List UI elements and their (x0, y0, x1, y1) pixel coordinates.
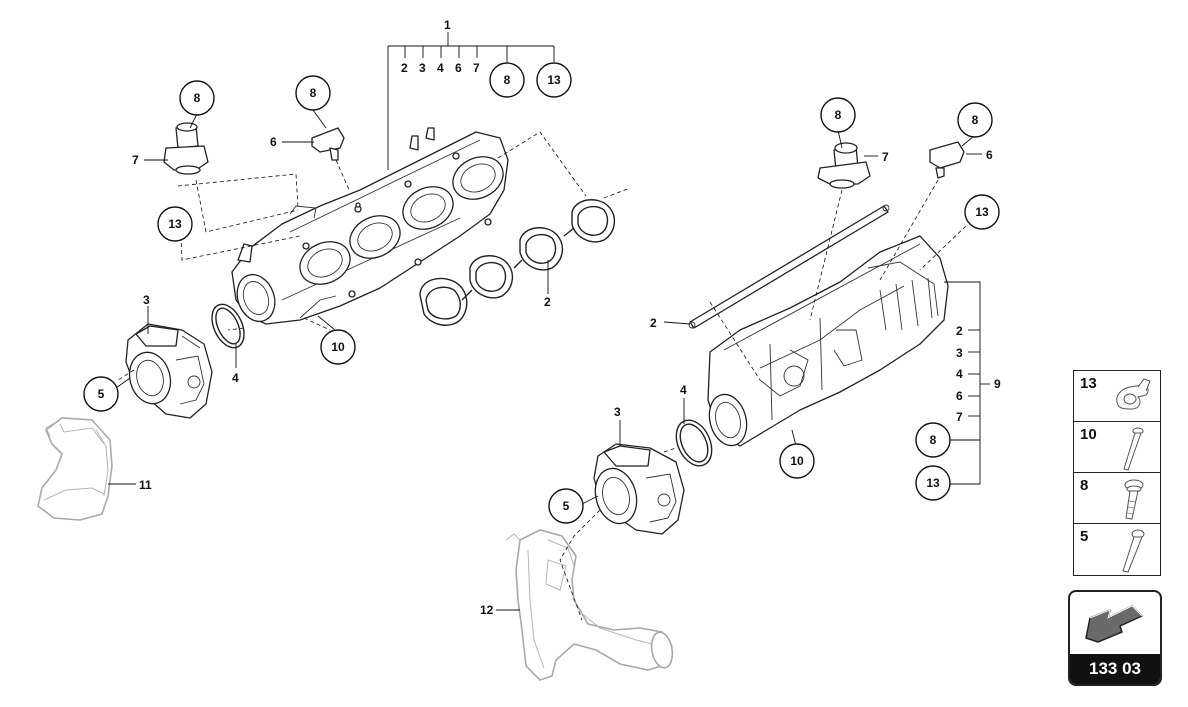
intake-manifold-right (707, 235, 949, 447)
callout-8-bracket: 8 (930, 433, 937, 447)
callout-3-bracket: 3 (956, 346, 963, 360)
callout-2-bracket: 2 (956, 324, 963, 338)
callout-4-right: 4 (680, 383, 687, 397)
temperature-sensor-right (929, 141, 965, 179)
callout-13-bracket: 13 (926, 476, 940, 490)
callout-5-left: 5 (98, 387, 105, 401)
callout-8-right-sensor: 8 (835, 108, 842, 122)
callout-10-right: 10 (790, 454, 804, 468)
callout-6-left: 6 (270, 135, 277, 149)
throttle-body-right (593, 443, 685, 535)
callout-13-top: 13 (547, 73, 561, 87)
legend-row-10: 10 (1074, 422, 1160, 473)
intake-manifold-left (231, 127, 509, 325)
long-bolt-icon (1123, 427, 1144, 471)
callout-10-left: 10 (331, 340, 345, 354)
seal-strip-right (688, 204, 890, 329)
o-ring-left (211, 303, 245, 349)
legend-row-13: 13 (1074, 371, 1160, 422)
legend-number: 13 (1080, 375, 1097, 392)
previous-page-button[interactable]: 133 03 (1068, 590, 1162, 686)
callout-1: 1 (444, 18, 451, 32)
callout-6-top: 6 (455, 61, 462, 75)
callout-4-left: 4 (232, 371, 239, 385)
callout-8-left-temp: 8 (310, 86, 317, 100)
page-code: 133 03 (1070, 654, 1160, 684)
callout-4-top: 4 (437, 61, 444, 75)
circled-callouts: 8 13 8 8 13 10 5 8 8 13 10 5 8 13 (83, 62, 1000, 524)
callout-2-gasket-left: 2 (544, 295, 551, 309)
callout-12: 12 (480, 603, 494, 617)
callout-7-bracket: 7 (956, 410, 963, 424)
callout-8-left-sensor: 8 (194, 91, 201, 105)
callout-13-left: 13 (168, 217, 182, 231)
callout-7-right: 7 (882, 150, 889, 164)
pressure-sensor-right (817, 142, 871, 189)
callout-8-right-temp: 8 (972, 113, 979, 127)
callout-5-right: 5 (563, 499, 570, 513)
callout-2-top: 2 (401, 61, 408, 75)
air-duct-right (505, 529, 674, 681)
leader-lines (108, 32, 990, 611)
legend-number: 5 (1080, 528, 1089, 545)
callout-11: 11 (139, 478, 152, 492)
fastener-legend: 13 10 8 5 (1073, 370, 1161, 576)
callout-3-top: 3 (419, 61, 426, 75)
callout-7-left: 7 (132, 153, 139, 167)
manifold-gasket-left (419, 199, 615, 326)
clip-icon (1116, 378, 1151, 410)
callout-4-bracket: 4 (956, 367, 963, 381)
air-duct-left (37, 417, 113, 521)
callout-labels: 1 2 3 4 6 7 7 6 2 3 4 11 7 6 2 4 3 12 9 … (132, 18, 1001, 617)
callout-2-gasket-right: 2 (650, 316, 657, 330)
legend-row-8: 8 (1074, 473, 1160, 524)
torx-bolt-icon (1122, 529, 1145, 573)
legend-number: 10 (1080, 426, 1097, 443)
pressure-sensor-left (163, 122, 209, 175)
callout-9: 9 (994, 377, 1001, 391)
temperature-sensor-left (311, 127, 345, 161)
legend-number: 8 (1080, 477, 1089, 494)
callout-13-right-top: 13 (975, 205, 989, 219)
throttle-body-left (125, 323, 213, 419)
previous-page-arrow-icon (1085, 605, 1143, 643)
dashed-leaders (117, 131, 967, 621)
flange-bolt-icon (1124, 479, 1144, 520)
callout-7-top: 7 (473, 61, 480, 75)
callout-8-top: 8 (504, 73, 511, 87)
callout-6-right: 6 (986, 148, 993, 162)
callout-6-bracket: 6 (956, 389, 963, 403)
callout-3-left: 3 (143, 293, 150, 307)
legend-row-5: 5 (1074, 524, 1160, 575)
callout-3-right: 3 (614, 405, 621, 419)
